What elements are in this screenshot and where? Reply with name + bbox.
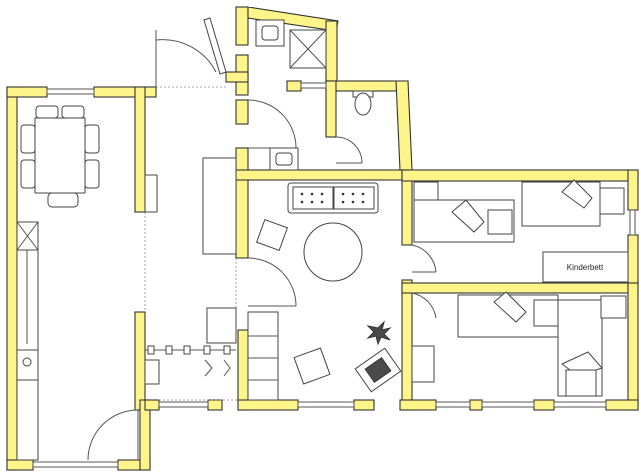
window-south-e: [553, 401, 607, 408]
walls: [6, 6, 639, 471]
dining-table: [34, 117, 86, 194]
bedroom1-nightstand-right: [599, 187, 625, 215]
wall-bath-south-left: [286, 80, 302, 92]
bedroom1-nightstand-left: [413, 181, 439, 201]
kinderbett: [542, 251, 629, 283]
door-kitchen-south-swing: [87, 409, 139, 461]
wall-south-6: [469, 399, 483, 411]
wall-wc-west: [325, 80, 337, 138]
wall-entrance-stub: [144, 399, 160, 411]
armchair-left: [255, 218, 289, 252]
wall-wc-east: [395, 80, 413, 171]
bedroom2-nightstand-top: [533, 299, 559, 327]
wall-bath-west: [235, 6, 249, 46]
armchair-bottom: [293, 347, 331, 385]
wall-bedroom-north: [401, 169, 639, 182]
sofa-cushion-marks: [300, 192, 365, 204]
living-furniture: [255, 182, 435, 393]
bathroom-fixtures: [255, 19, 374, 171]
door-bath-swing: [247, 99, 297, 149]
coat-rack: [204, 359, 231, 377]
wall-south-8: [605, 399, 639, 411]
chair-left-2: [20, 159, 36, 189]
hall-cabinet: [206, 307, 237, 344]
window-south-c: [435, 401, 471, 408]
chair-right-2: [84, 159, 100, 189]
bedroom1-pillow-right: [561, 179, 593, 209]
bedroom1-nightstand-mid: [487, 209, 513, 235]
bedroom1-furniture: Kinderbett: [413, 179, 629, 283]
wall-kitchen-west: [6, 86, 18, 471]
kitchen-furniture: [16, 105, 160, 461]
wall-kitchen-north-left: [6, 86, 48, 98]
bedroom2-nightstand-right: [600, 295, 627, 319]
hall-long-cabinet: [247, 311, 279, 401]
kitchen-side-unit: [144, 359, 160, 385]
door-entrance-swing: [155, 39, 217, 87]
wall-bedroom-east-lower: [627, 234, 639, 286]
window-east: [629, 209, 636, 236]
bedroom1-bed-right: [521, 181, 601, 227]
wall-south-2: [237, 329, 249, 411]
window-south-d: [481, 401, 535, 408]
bedroom2-nightstand-bottom: [565, 369, 597, 397]
chair-bottom-left: [47, 192, 79, 208]
bedroom1-pillow-left: [451, 199, 485, 233]
chair-top-right: [61, 105, 85, 119]
wall-bedroom-divider: [401, 282, 639, 294]
wall-bedroom-east-upper: [627, 169, 639, 211]
door-entrance-leaf: [203, 17, 227, 75]
window-kitchen-north: [46, 88, 95, 95]
wall-south-3: [237, 399, 299, 411]
wall-hall-mid-low: [235, 147, 249, 259]
wall-kitchen-hall-upper: [134, 86, 146, 213]
door-bedroom2-swing: [411, 292, 437, 319]
window-kitchen-south: [32, 461, 119, 468]
bedroom2-pillow-top: [493, 291, 527, 323]
wall-hall-north-stub: [225, 71, 249, 83]
door-wc-swing: [335, 136, 363, 164]
kitchen-shelf: [144, 174, 158, 213]
kinderbett-label: Kinderbett: [567, 263, 604, 272]
wall-south-4: [353, 399, 375, 411]
door-living-swing: [247, 257, 297, 307]
bedroom2-furniture: [457, 291, 627, 397]
round-table: [303, 222, 363, 282]
window-south-a: [158, 401, 209, 408]
wardrobe: [202, 157, 237, 255]
wall-hall-mid-left: [235, 99, 249, 125]
door-bedroom1-swing: [411, 244, 437, 273]
wall-bath-north: [236, 6, 339, 32]
wall-kitchen-south-left: [6, 459, 34, 471]
plant-icon: [366, 320, 392, 346]
window-bath-south: [300, 82, 327, 89]
window-south-b: [297, 401, 355, 408]
wall-south-5: [399, 399, 437, 411]
toilet-bowl: [354, 92, 372, 116]
wall-kitchen-hall-lower: [134, 311, 146, 411]
windows: [32, 82, 636, 468]
wall-bedroom2-east: [627, 282, 639, 411]
wall-south-1: [207, 399, 223, 411]
living-side-table: [411, 345, 435, 383]
wall-living-east-lower: [401, 279, 413, 411]
wall-kitchen-north-right: [93, 86, 157, 98]
chair-right-1: [84, 124, 100, 154]
wall-south-7: [533, 399, 555, 411]
chair-top-left: [35, 105, 59, 119]
hall-furniture: [145, 157, 279, 401]
wall-living-north: [235, 169, 407, 181]
chair-left-1: [20, 124, 36, 154]
